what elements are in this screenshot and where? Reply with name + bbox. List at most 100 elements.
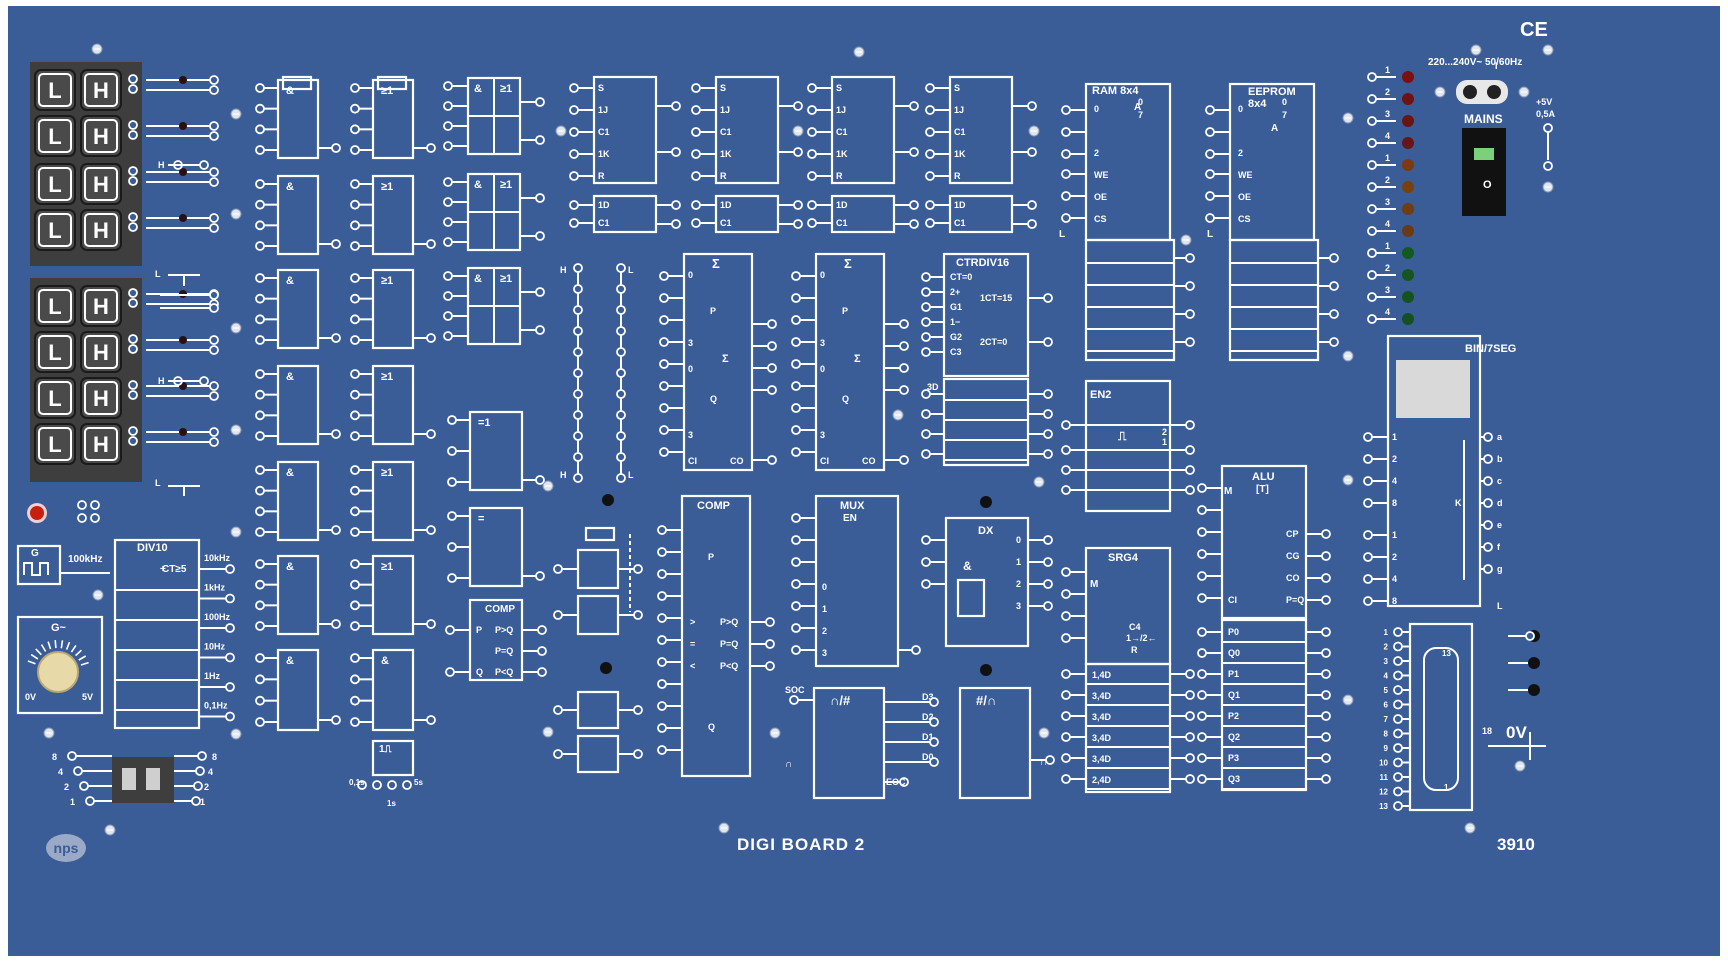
jack-socket[interactable] — [350, 559, 360, 569]
jack-socket[interactable] — [921, 272, 931, 282]
jack-socket[interactable] — [921, 332, 931, 342]
jack-socket[interactable] — [659, 337, 669, 347]
jack-socket[interactable] — [255, 559, 265, 569]
jack-socket[interactable] — [793, 200, 803, 210]
jack-socket[interactable] — [616, 473, 626, 483]
jack-socket[interactable] — [350, 431, 360, 441]
jack-socket[interactable] — [77, 513, 87, 523]
jack-socket[interactable] — [909, 219, 919, 229]
jack-socket[interactable] — [443, 271, 453, 281]
jack-socket[interactable] — [573, 263, 583, 273]
jack-socket[interactable] — [77, 500, 87, 510]
jack-socket[interactable] — [921, 429, 931, 439]
jack-socket[interactable] — [331, 143, 341, 153]
jack-socket[interactable] — [350, 179, 360, 189]
jack-socket[interactable] — [791, 513, 801, 523]
jack-socket[interactable] — [225, 593, 235, 604]
jack-socket[interactable] — [1061, 774, 1071, 784]
jack-socket[interactable] — [929, 737, 939, 747]
jack-socket[interactable] — [128, 288, 138, 298]
jack-socket[interactable] — [209, 167, 219, 177]
jack-socket[interactable] — [925, 149, 935, 159]
jack-socket[interactable] — [1061, 191, 1071, 201]
jack-socket[interactable] — [350, 241, 360, 251]
jack-socket[interactable] — [1185, 445, 1195, 455]
jack-socket[interactable] — [1061, 753, 1071, 763]
jack-socket[interactable] — [1043, 409, 1053, 419]
jack-socket[interactable] — [128, 120, 138, 130]
jack-socket[interactable] — [767, 319, 777, 329]
jack-socket[interactable] — [426, 619, 436, 629]
jack-socket[interactable] — [791, 645, 801, 655]
jack-socket[interactable] — [633, 705, 643, 715]
jack-socket[interactable] — [569, 127, 579, 137]
jack-socket[interactable] — [1061, 105, 1071, 115]
jack-socket[interactable] — [671, 200, 681, 210]
jack-socket[interactable] — [1061, 611, 1071, 621]
jack-socket[interactable] — [633, 564, 643, 574]
jack-socket[interactable] — [1321, 595, 1331, 605]
jack-socket[interactable] — [899, 777, 909, 787]
jack-socket[interactable] — [193, 781, 203, 791]
jack-socket[interactable] — [67, 751, 77, 761]
jack-socket[interactable] — [90, 500, 100, 510]
jack-socket[interactable] — [1061, 420, 1071, 430]
jack-socket[interactable] — [537, 667, 547, 677]
jack-socket[interactable] — [209, 335, 219, 345]
jack-socket[interactable] — [1027, 147, 1037, 157]
jack-socket[interactable] — [90, 513, 100, 523]
jack-socket[interactable] — [255, 653, 265, 663]
jack-socket[interactable] — [209, 75, 219, 85]
jack-socket[interactable] — [426, 525, 436, 535]
jack-socket[interactable] — [573, 347, 583, 357]
jack-socket[interactable] — [1363, 498, 1373, 508]
jack-socket[interactable] — [255, 600, 265, 611]
jack-socket[interactable] — [209, 290, 219, 300]
jack-socket[interactable] — [128, 166, 138, 176]
jack-socket[interactable] — [255, 273, 265, 283]
jack-socket[interactable] — [659, 381, 669, 391]
jack-socket[interactable] — [1363, 596, 1373, 606]
jack-socket[interactable] — [1329, 253, 1339, 263]
jack-socket[interactable] — [1393, 656, 1403, 666]
jack-socket[interactable] — [573, 305, 583, 315]
jack-socket[interactable] — [807, 171, 817, 181]
jack-socket[interactable] — [1197, 527, 1207, 537]
jack-socket[interactable] — [255, 241, 265, 251]
jack-socket[interactable] — [1321, 690, 1331, 700]
jack-socket[interactable] — [1393, 627, 1403, 637]
jack-socket[interactable] — [1367, 182, 1377, 192]
jack-socket[interactable] — [929, 697, 939, 707]
jack-socket[interactable] — [921, 317, 931, 327]
jack-socket[interactable] — [569, 83, 579, 93]
jack-socket[interactable] — [350, 389, 360, 400]
jack-socket[interactable] — [1367, 160, 1377, 170]
jack-socket[interactable] — [921, 347, 931, 357]
jack-socket[interactable] — [1205, 169, 1215, 179]
jack-socket[interactable] — [209, 131, 219, 141]
jack-socket[interactable] — [350, 124, 360, 135]
jack-socket[interactable] — [255, 465, 265, 475]
jack-socket[interactable] — [791, 623, 801, 633]
jack-socket[interactable] — [691, 171, 701, 181]
jack-socket[interactable] — [209, 85, 219, 95]
jack-socket[interactable] — [443, 291, 453, 301]
switch-l-key[interactable] — [34, 115, 76, 157]
jack-socket[interactable] — [1363, 574, 1373, 584]
jack-socket[interactable] — [1043, 601, 1053, 611]
jack-socket[interactable] — [807, 218, 817, 228]
jack-socket[interactable] — [447, 542, 457, 552]
jack-socket[interactable] — [925, 200, 935, 210]
jack-socket[interactable] — [1043, 535, 1053, 545]
jack-socket[interactable] — [1363, 432, 1373, 442]
jack-socket[interactable] — [209, 223, 219, 233]
jack-socket[interactable] — [350, 600, 360, 611]
jack-socket[interactable] — [195, 766, 205, 776]
jack-socket[interactable] — [573, 284, 583, 294]
jack-socket[interactable] — [350, 293, 360, 304]
jack-socket[interactable] — [1185, 669, 1195, 679]
jack-socket[interactable] — [1363, 476, 1373, 486]
jack-socket[interactable] — [255, 389, 265, 400]
jack-socket[interactable] — [569, 171, 579, 181]
jack-socket[interactable] — [1393, 786, 1403, 797]
